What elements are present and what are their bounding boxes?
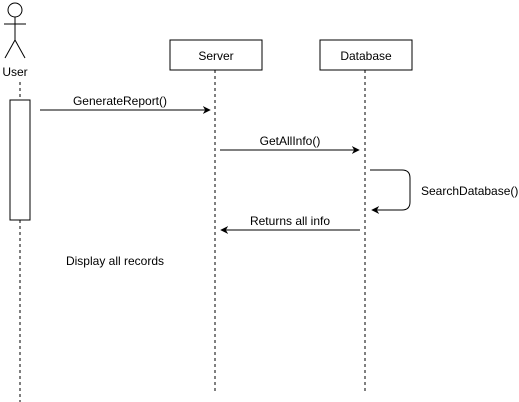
message-returns-all-info[interactable]: Returns all info <box>220 214 360 234</box>
display-all-records-note: Display all records <box>66 254 164 268</box>
database-box <box>319 39 413 71</box>
message-search-database[interactable]: SearchDatabase() <box>370 169 518 214</box>
search-database-self-arrow <box>370 169 411 214</box>
server-participant[interactable]: Server <box>169 39 263 71</box>
get-all-info-label: GetAllInfo() <box>260 134 321 148</box>
user-label: User <box>2 65 27 79</box>
server-box <box>169 39 263 71</box>
message-generate-report[interactable]: GenerateReport() <box>40 94 211 114</box>
user-actor[interactable]: User <box>2 2 28 79</box>
user-activation-bar <box>9 99 31 221</box>
returns-all-info-label: Returns all info <box>250 214 330 228</box>
database-label: Database <box>340 49 392 63</box>
actor-stick-figure-icon <box>4 2 26 59</box>
server-label: Server <box>198 49 233 63</box>
database-participant[interactable]: Database <box>319 39 413 71</box>
generate-report-label: GenerateReport() <box>73 94 167 108</box>
message-get-all-info[interactable]: GetAllInfo() <box>220 134 360 154</box>
search-database-label: SearchDatabase() <box>421 184 518 198</box>
